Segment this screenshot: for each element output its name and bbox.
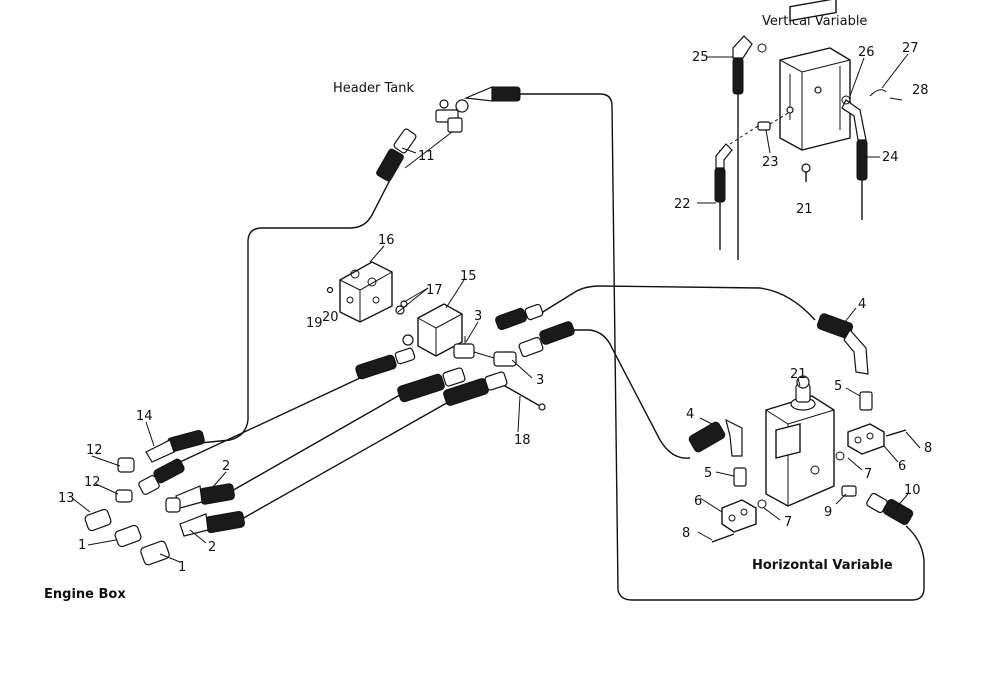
middle-hose-ends xyxy=(355,303,575,406)
vertical-variable-unit xyxy=(714,0,903,260)
callout-28: 28 xyxy=(912,83,929,98)
callout-6-left: 6 xyxy=(694,494,702,509)
callout-24: 24 xyxy=(882,150,899,165)
tee-fittings-3 xyxy=(453,336,517,367)
header-tank-fittings xyxy=(376,86,521,182)
callout-21-vertical: 21 xyxy=(796,202,813,217)
callout-21-horizontal: 21 xyxy=(790,367,807,382)
callout-3-top: 3 xyxy=(474,309,482,324)
callout-13: 13 xyxy=(58,491,75,506)
callout-2-bottom: 2 xyxy=(208,540,216,555)
callout-5-right: 5 xyxy=(834,379,842,394)
callout-1-left: 1 xyxy=(78,538,86,553)
callout-27: 27 xyxy=(902,41,919,56)
callout-17: 17 xyxy=(426,283,443,298)
callout-20: 20 xyxy=(322,310,339,325)
engine-box-fittings xyxy=(84,429,245,566)
callout-16: 16 xyxy=(378,233,395,248)
callout-9: 9 xyxy=(824,505,832,520)
callout-11: 11 xyxy=(418,149,435,164)
hose-lines xyxy=(179,93,925,601)
header-tank-title: Header Tank xyxy=(333,81,414,96)
callout-2-top: 2 xyxy=(222,459,230,474)
horizontal-variable-title: Horizontal Variable xyxy=(752,558,893,573)
horizontal-variable-unit xyxy=(688,313,914,543)
callout-19: 19 xyxy=(306,316,323,331)
valve-block-16 xyxy=(339,261,393,323)
callout-22: 22 xyxy=(674,197,691,212)
callout-1-bottom: 1 xyxy=(178,560,186,575)
callout-4-right: 4 xyxy=(858,297,866,312)
callout-18: 18 xyxy=(514,433,531,448)
callout-10: 10 xyxy=(904,483,921,498)
callout-7-right: 7 xyxy=(864,467,872,482)
callout-6-right: 6 xyxy=(898,459,906,474)
callout-7-left: 7 xyxy=(784,515,792,530)
callout-5-left: 5 xyxy=(704,466,712,481)
callout-12-bottom: 12 xyxy=(84,475,101,490)
callout-12-top: 12 xyxy=(86,443,103,458)
callout-numbers: 25 26 27 28 24 23 22 21 11 16 15 17 19 2… xyxy=(58,41,932,575)
callout-3-bottom: 3 xyxy=(536,373,544,388)
callout-26: 26 xyxy=(858,45,875,60)
callout-8-right: 8 xyxy=(924,441,932,456)
callout-8-left: 8 xyxy=(682,526,690,541)
callout-25: 25 xyxy=(692,50,709,65)
callout-15: 15 xyxy=(460,269,477,284)
engine-box-title: Engine Box xyxy=(44,587,126,602)
vertical-variable-title: Vertical Variable xyxy=(762,14,867,29)
leader-lines xyxy=(71,53,921,563)
callout-4-left: 4 xyxy=(686,407,694,422)
callout-14: 14 xyxy=(136,409,153,424)
callout-23: 23 xyxy=(762,155,779,170)
